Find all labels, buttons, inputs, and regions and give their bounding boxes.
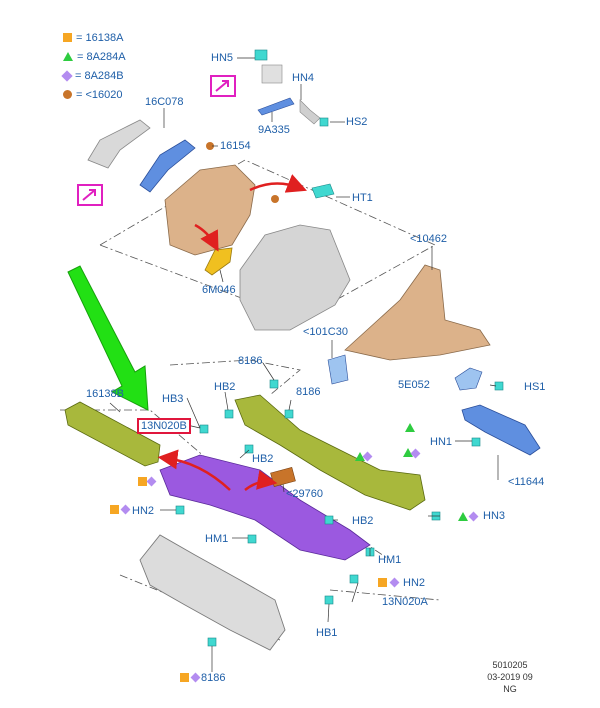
callout-6m046: 6M046 — [202, 284, 236, 296]
brown-circle-icon — [63, 90, 72, 99]
legend-item: = 8A284B — [61, 66, 126, 85]
legend-label: = 16138A — [76, 31, 124, 44]
fastener-hs2 — [319, 117, 329, 127]
bracket-part-hn4 — [299, 99, 321, 125]
green-triangle-icon — [63, 52, 73, 61]
wheelhouse-upper-part — [164, 164, 256, 256]
callout-13n020b: 13N020B — [137, 418, 191, 434]
drawing-date: 03-2019 09 — [487, 672, 533, 682]
view-arrow-icon — [210, 75, 236, 97]
callout-29760: <29760 — [286, 488, 324, 500]
callout-11644: <11644 — [508, 476, 545, 488]
callout-ht1: HT1 — [352, 192, 373, 204]
drawing-code: 5010205 — [492, 660, 528, 670]
callout-9a335: 9A335 — [258, 124, 290, 136]
legend-item: = 8A284A — [63, 47, 126, 66]
legend-label: = 8A284A — [77, 50, 126, 63]
purple-diamond-icon — [61, 69, 73, 82]
legend-item: = <16020 — [63, 85, 126, 104]
reinforcement-part-16154 — [139, 139, 196, 193]
cap-part-hn5 — [254, 49, 268, 61]
orange-square-icon — [63, 33, 72, 42]
callout-hn5: HN5 — [211, 52, 234, 64]
callout-8186: 8186 — [296, 386, 321, 398]
fastener-ht1 — [311, 183, 335, 199]
callout-hn1: HN1 — [430, 436, 453, 448]
apron-bracket-part — [87, 119, 151, 169]
callout-hn2: HN2 — [403, 577, 426, 589]
bracket-part-5e052 — [454, 367, 483, 391]
crossmember-part-16138b — [64, 401, 161, 467]
inner-apron-part — [239, 224, 351, 331]
callout-hn4: HN4 — [292, 72, 315, 84]
callout-hb3: HB3 — [162, 393, 184, 405]
clip-part-9a335 — [257, 97, 295, 116]
marker-cluster — [110, 142, 479, 683]
bracket-part-6m046 — [204, 247, 233, 276]
leader-lines — [109, 57, 499, 672]
rail-part-10462 — [344, 264, 491, 361]
green-pointer-arrow-icon — [67, 265, 149, 411]
red-arrow-icon — [244, 470, 278, 491]
callout-hb2: HB2 — [352, 515, 374, 527]
legend-item: = 16138A — [63, 28, 126, 47]
callout-13n020a: 13N020A — [382, 596, 428, 608]
red-arrow-icon — [249, 174, 307, 193]
callout-8186: 8186 — [238, 355, 263, 367]
callout-16c078: 16C078 — [145, 96, 184, 108]
callout-hn3: HN3 — [483, 510, 506, 522]
lower-panel-part — [159, 454, 371, 561]
callout-hn2: HN2 — [132, 505, 155, 517]
legend-label: = 8A284B — [75, 69, 124, 82]
callout-hb2: HB2 — [252, 453, 274, 465]
callout-16138b: 16138B — [86, 388, 124, 400]
callout-5e052: 5E052 — [398, 379, 430, 391]
legend-label: = <16020 — [76, 88, 123, 101]
bumper-beam-part — [139, 534, 286, 651]
callout-hs2: HS2 — [346, 116, 368, 128]
callout-8186: 8186 — [201, 672, 226, 684]
callout-hs1: HS1 — [524, 381, 546, 393]
reinforcement-part-11644 — [461, 404, 541, 456]
callout-hb2: HB2 — [214, 381, 236, 393]
drawing-id-block: 5010205 03-2019 09 NG — [478, 659, 542, 695]
drawing-initials: NG — [503, 684, 517, 694]
red-arrow-icon — [194, 223, 219, 252]
callout-hb1: HB1 — [316, 627, 338, 639]
callout-hm1: HM1 — [205, 533, 229, 545]
red-arrow-icon — [157, 449, 231, 491]
block-part — [261, 64, 283, 84]
part-29760 — [270, 467, 296, 487]
callout-16154: 16154 — [220, 140, 251, 152]
subframe-part — [234, 394, 426, 511]
legend: = 16138A = 8A284A = 8A284B = <16020 — [61, 28, 126, 104]
callout-101c30: <101C30 — [303, 326, 348, 338]
callout-hm1: HM1 — [378, 554, 402, 566]
callout-10462: <10462 — [410, 233, 448, 245]
view-arrow-icon — [77, 184, 103, 206]
bracket-part-101c30 — [327, 354, 349, 385]
